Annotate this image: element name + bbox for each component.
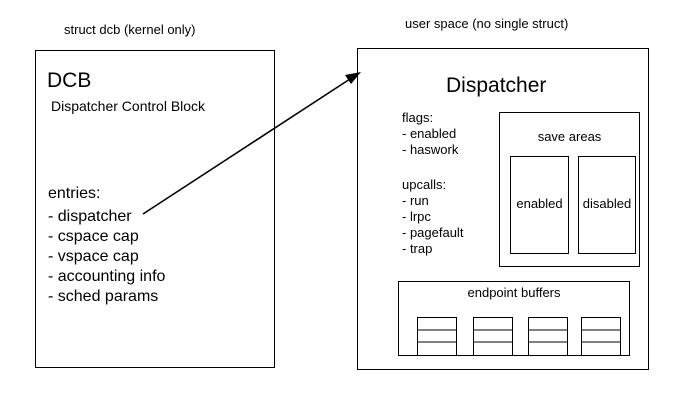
dcb-entry-cspace-cap: - cspace cap	[48, 228, 139, 245]
upcalls-heading: upcalls:	[402, 177, 447, 192]
dcb-subtitle: Dispatcher Control Block	[51, 98, 206, 114]
kernel-caption: struct dcb (kernel only)	[64, 22, 196, 37]
flag-haswork: - haswork	[402, 142, 459, 157]
upcall-lrpc: - lrpc	[402, 209, 431, 224]
enabled-save-area-label: enabled	[516, 196, 563, 211]
dcb-title: DCB	[47, 69, 92, 92]
arrow-head-icon	[345, 72, 361, 84]
flags-list: - enabled - haswork	[402, 126, 458, 158]
dcb-box: DCB Dispatcher Control Block entries: - …	[35, 50, 275, 368]
dcb-entry-sched-params: - sched params	[48, 288, 159, 305]
enabled-save-area: enabled	[510, 156, 569, 254]
dcb-entries-heading: entries:	[48, 185, 101, 202]
arrow-line	[142, 78, 351, 215]
flags-heading: flags:	[402, 110, 434, 125]
upcall-trap: - trap	[402, 241, 433, 256]
endpoint-buffer-2	[473, 317, 513, 356]
dcb-entries-list: - dispatcher - cspace cap - vspace cap -…	[48, 207, 165, 307]
dispatcher-title: Dispatcher	[446, 74, 547, 97]
endpoint-buffer-3	[528, 317, 568, 356]
endpoint-buffers-box: endpoint buffers	[398, 281, 630, 356]
upcall-run: - run	[402, 193, 429, 208]
disabled-save-area-label: disabled	[582, 196, 632, 211]
save-areas-title: save areas	[537, 129, 602, 144]
endpoint-buffers-title: endpoint buffers	[467, 285, 561, 300]
disabled-save-area: disabled	[578, 156, 636, 254]
endpoint-buffer-grid	[399, 282, 631, 357]
dcb-entry-vspace-cap: - vspace cap	[48, 248, 139, 265]
dcb-entry-accounting-info: - accounting info	[48, 268, 166, 285]
user-space-caption: user space (no single struct)	[405, 16, 569, 31]
dispatcher-box: Dispatcher flags: - enabled - haswork up…	[357, 48, 649, 370]
upcalls-list: - run - lrpc - pagefault - trap	[402, 193, 463, 257]
endpoint-buffer-4	[581, 317, 621, 356]
save-areas-box: save areas enabled disabled	[499, 112, 640, 267]
dcb-entry-dispatcher: - dispatcher	[48, 208, 132, 225]
upcall-pagefault: - pagefault	[402, 225, 464, 240]
endpoint-buffer-1	[417, 317, 457, 356]
flag-enabled: - enabled	[402, 126, 457, 141]
